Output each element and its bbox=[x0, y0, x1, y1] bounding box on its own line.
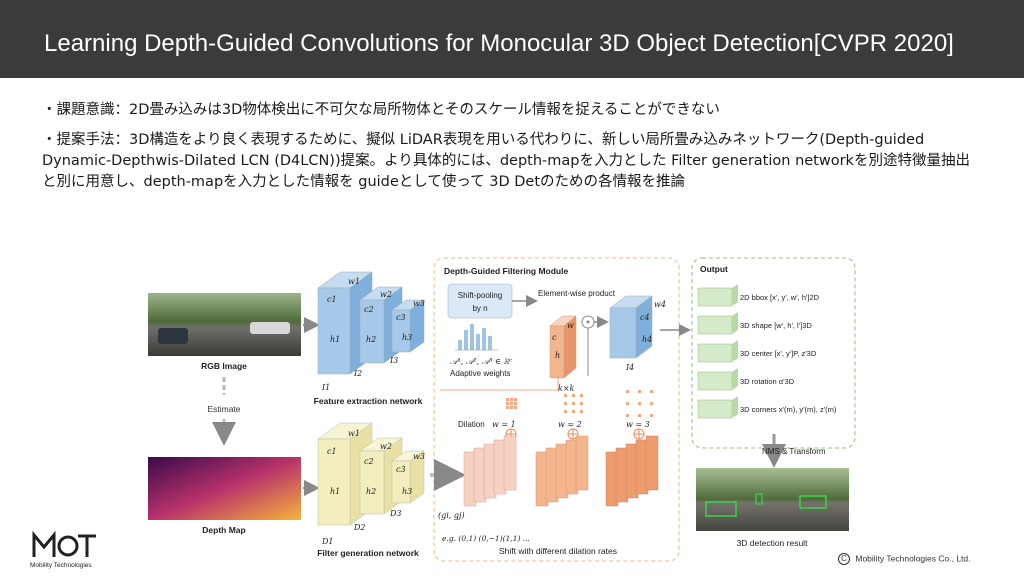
filt-h3: h3 bbox=[402, 487, 412, 496]
copyright-text: Mobility Technologies Co., Ltd. bbox=[855, 553, 971, 564]
feat-h2: h2 bbox=[366, 335, 376, 344]
shifted-block-group-3 bbox=[605, 435, 659, 507]
feature-network-label: Feature extraction network bbox=[314, 396, 423, 406]
feat-c3: c3 bbox=[396, 313, 406, 322]
feature-extraction-blocks bbox=[317, 271, 425, 375]
filter-generation-blocks bbox=[317, 422, 425, 526]
filtering-module-title: Depth-Guided Filtering Module bbox=[444, 266, 568, 276]
dilation-dots bbox=[506, 390, 653, 417]
result-image bbox=[696, 468, 849, 531]
bullet-problem: ・課題意識：2D畳み込みは3D物体検出に不可欠な局所物体とそのスケール情報を捉え… bbox=[42, 102, 720, 118]
kernel-block bbox=[549, 315, 577, 379]
slide-title: Learning Depth-Guided Convolutions for M… bbox=[44, 30, 954, 57]
feat-h1: h1 bbox=[330, 335, 340, 344]
output-title: Output bbox=[700, 264, 728, 274]
dilation-w2: w = 2 bbox=[558, 420, 582, 429]
output-3d-corners: 3D corners x'(m), y'(m), z'(m) bbox=[740, 405, 837, 414]
feat-w3: w3 bbox=[413, 299, 425, 308]
kernel-c: c bbox=[552, 333, 557, 342]
bullet-proposal: ・提案手法：3D構造をより良く表現するために、擬似 LiDAR表現を用いる代わり… bbox=[42, 132, 970, 190]
filtering-module-box bbox=[433, 257, 680, 562]
shifted-block-group-2 bbox=[535, 435, 589, 507]
filt-h2: h2 bbox=[366, 487, 376, 496]
filt-w3: w3 bbox=[413, 452, 425, 461]
feat-h3: h3 bbox=[402, 333, 412, 342]
feat-I3: I3 bbox=[389, 356, 398, 365]
mot-logo-mark bbox=[32, 530, 96, 557]
dilation-w3: w = 3 bbox=[626, 420, 650, 429]
architecture-diagram: RGB Image Estimate Depth Map w1 c1 h1 w2 bbox=[148, 257, 856, 562]
logo-subtext: Mobility Technologies bbox=[30, 562, 92, 569]
feat-c1: c1 bbox=[327, 295, 337, 304]
adaptive-formula: 𝒜¹, 𝒜², 𝒜³ ∈ ℝᶜ bbox=[450, 357, 512, 366]
gi-gj-label: (gi, gj) bbox=[438, 511, 465, 520]
copyright-icon: C bbox=[838, 553, 850, 565]
shift-pooling-label: Shift-pooling bbox=[458, 291, 502, 300]
filt-h1: h1 bbox=[330, 487, 340, 496]
filt-D1: D1 bbox=[321, 537, 334, 546]
output-2d-bbox: 2D bbox [x', y', w', h']2D bbox=[740, 293, 820, 302]
out-c4: c4 bbox=[640, 313, 650, 322]
shift-label: Shift with different dilation rates bbox=[499, 546, 617, 556]
rgb-image-label: RGB Image bbox=[201, 361, 247, 371]
nms-label: NMS & Transform bbox=[762, 447, 826, 456]
kernel-kxk: k×k bbox=[558, 384, 575, 393]
filt-c3: c3 bbox=[396, 465, 406, 474]
feat-c2: c2 bbox=[364, 305, 374, 314]
bullet-list: ・課題意識：2D畳み込みは3D物体検出に不可欠な局所物体とそのスケール情報を捉え… bbox=[42, 100, 972, 202]
kernel-h: h bbox=[555, 351, 560, 360]
kernel-w: w bbox=[567, 321, 574, 330]
feat-I1: I1 bbox=[321, 383, 330, 392]
depth-map-image bbox=[148, 457, 301, 520]
filt-c1: c1 bbox=[327, 447, 337, 456]
adaptive-label: Adaptive weights bbox=[450, 369, 510, 378]
result-label: 3D detection result bbox=[737, 538, 809, 548]
out-I4: I4 bbox=[625, 363, 634, 372]
dilation-label: Dilation bbox=[458, 420, 485, 429]
out-w4: w4 bbox=[654, 300, 666, 309]
filt-c2: c2 bbox=[364, 457, 374, 466]
feat-I2: I2 bbox=[353, 369, 362, 378]
feat-w2: w2 bbox=[380, 290, 392, 299]
rgb-image bbox=[148, 293, 301, 356]
shifted-block-group-1 bbox=[463, 435, 517, 507]
dilation-w1: w = 1 bbox=[492, 420, 516, 429]
output-feature-block bbox=[609, 295, 653, 359]
estimate-label: Estimate bbox=[207, 404, 240, 414]
copyright: C Mobility Technologies Co., Ltd. bbox=[838, 553, 971, 565]
kernel-connector bbox=[440, 378, 559, 391]
out-h4: h4 bbox=[642, 335, 652, 344]
shift-pooling-sub: by n bbox=[472, 304, 487, 313]
output-3d-rotation: 3D rotation α'3D bbox=[740, 377, 795, 386]
feat-w1: w1 bbox=[348, 277, 360, 286]
adaptive-weights-histogram bbox=[455, 324, 498, 351]
filter-network-label: Filter generation network bbox=[317, 548, 419, 558]
depth-map-label: Depth Map bbox=[202, 525, 245, 535]
output-3d-shape: 3D shape [w', h', l']3D bbox=[740, 321, 812, 330]
filt-w2: w2 bbox=[380, 442, 392, 451]
eg-label: e.g. (0,1) (0,−1)(1,1) ... bbox=[442, 534, 530, 543]
filt-D3: D3 bbox=[389, 509, 402, 518]
sum-icons bbox=[505, 428, 645, 440]
filt-w1: w1 bbox=[348, 429, 360, 438]
output-3d-center: 3D center [x', y']P, z'3D bbox=[740, 349, 817, 358]
filt-D2: D2 bbox=[353, 523, 366, 532]
architecture-figure: RGB Image Estimate Depth Map w1 c1 h1 w2 bbox=[140, 250, 1000, 575]
output-item-blocks bbox=[697, 284, 738, 419]
elementwise-label: Element-wise product bbox=[538, 289, 616, 298]
title-bar: Learning Depth-Guided Convolutions for M… bbox=[0, 0, 1024, 78]
mot-logo: Mobility Technologies bbox=[30, 530, 110, 573]
